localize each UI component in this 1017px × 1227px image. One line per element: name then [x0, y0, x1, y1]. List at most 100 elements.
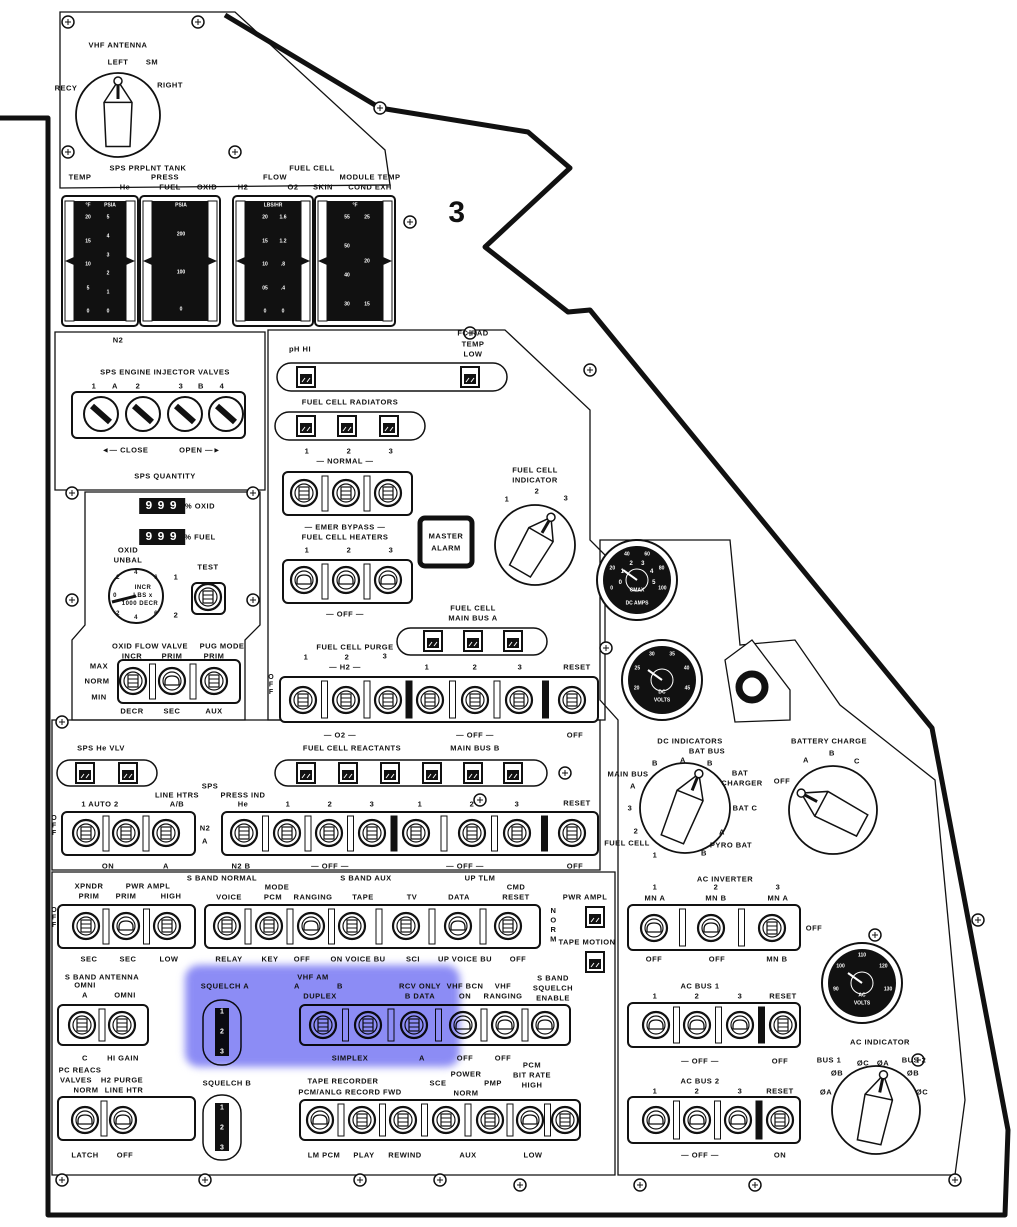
meters-dc-amps-inner-4-label: 4 — [650, 568, 654, 575]
tape-recorder-opts-label: PCM/ANLG RECORD FWD — [298, 1087, 402, 1097]
flag-stripes — [508, 641, 518, 647]
lever-lines — [383, 490, 393, 496]
s-band-aux-opts-1-label: TV — [406, 892, 418, 902]
pointer-tip — [878, 1070, 889, 1080]
sps-sps-label: SPS — [201, 781, 219, 791]
ac-inverter-label: AC INVERTER — [696, 874, 754, 884]
tape-norm-label: NORM — [453, 1088, 479, 1098]
meters-dc-amps-center-label: CMAX — [629, 587, 645, 594]
lever-lines — [81, 923, 91, 929]
sps-quantity-fuel-label-label: % FUEL — [184, 532, 216, 542]
flag-stripes — [508, 773, 518, 779]
switch-guard — [143, 908, 150, 945]
sps-he-vlv-label: SPS He VLV — [77, 743, 125, 753]
lever-lines — [425, 697, 435, 703]
lever-lock-icon — [689, 1019, 705, 1030]
lever-tip-icon — [440, 1113, 452, 1127]
switch-collar — [562, 690, 582, 710]
fuel-cell-master-alarm-0-label: MASTER — [428, 531, 464, 541]
fuel-cell-indicator-selector-pointer-icon — [508, 512, 556, 578]
master-alarm-button[interactable] — [417, 515, 475, 569]
indicator-flag — [300, 770, 312, 780]
switch-guard — [673, 1100, 680, 1140]
meters-ac-volts-scale-3-label: 120 — [879, 963, 888, 970]
vhf-vhf-bcn-0-label: VHF BCN — [446, 981, 484, 991]
vhf-s-band-squelch-2-label: ENABLE — [536, 993, 570, 1003]
meters-dc-amps-inner-0-label: 0 — [618, 579, 622, 586]
switch-guard — [149, 663, 156, 700]
fuel-cell-purge-nums-1-label: 2 — [344, 652, 350, 662]
gauges-he-label: He — [119, 182, 131, 192]
dc-indicators-bat-bus-a-label: A — [680, 755, 686, 765]
s-band-bottom-0-label: SEC — [80, 954, 98, 964]
sps-quantity-dial-ticks-4-label: 2 — [116, 611, 120, 617]
tape-bottom-2-label: REWIND — [388, 1150, 422, 1160]
fuel-cell-ph-hi-label: pH HI — [288, 344, 312, 354]
lever-lines — [485, 1117, 495, 1123]
screw-slot — [915, 1057, 921, 1063]
vertical-gauge-scale — [152, 201, 208, 321]
vhf-wheel-digits-2-label: 3 — [220, 1048, 224, 1056]
lever-tip-icon — [766, 921, 778, 935]
meters-dc-amps-outer-2-label: 40 — [624, 551, 630, 558]
s-band-off-vertical-label: OFF — [50, 906, 58, 930]
ac-volts-meter-needle-icon — [847, 972, 863, 984]
fuel-cell-h2-label: — H2 — — [329, 662, 361, 672]
tape-bottom-1-label: PLAY — [353, 1150, 375, 1160]
fuel-cell-rad-nums-0-label: 1 — [304, 446, 310, 456]
ac-ind-labels-6-label: ØB — [906, 1068, 920, 1078]
s-band-mode-label: MODE — [264, 882, 290, 892]
lever-lock-icon — [303, 920, 319, 931]
meters-ac-volts-label-0-label: AC — [858, 992, 866, 999]
switch-collar — [277, 823, 297, 843]
flag-stripes — [301, 426, 311, 432]
meters-dc-volts-label-0-label: DC — [658, 689, 666, 696]
gauges-g3-left-1-label: 15 — [262, 238, 268, 244]
switch-collar — [646, 1110, 666, 1130]
vhf-rcv-only-1-label: B DATA — [404, 991, 436, 1001]
lever-lines — [117, 1022, 127, 1028]
s-band-aux-label: S BAND AUX — [340, 873, 392, 883]
s-band-bottom-6-label: ON VOICE BU — [330, 954, 386, 964]
gauges-g3-left-2-label: 10 — [262, 261, 268, 268]
switch-collar — [762, 918, 782, 938]
ac-bus-nums-2-label: 3 — [737, 991, 743, 1001]
tape-pcm-bit-rate-1-label: BIT RATE — [512, 1070, 552, 1080]
fuel-cell-reactants-label: FUEL CELL REACTANTS — [302, 743, 402, 753]
sps-off3-label: OFF — [566, 861, 584, 871]
vhf-a-label: A — [294, 981, 300, 991]
switch-guard — [521, 1008, 529, 1042]
gauges-g3-left-0-label: 20 — [262, 214, 268, 221]
ac-bus2-off-label: — OFF — — [681, 1150, 719, 1160]
ac-ind-labels-0-label: BUS 1 — [816, 1055, 842, 1065]
switch-collar — [687, 1015, 707, 1035]
flag-stripes — [301, 773, 311, 779]
dc-indicators-main-a-label: A — [630, 781, 636, 791]
switch-collar — [319, 823, 339, 843]
tape-h2-purge-0-label: H2 PURGE — [100, 1075, 144, 1085]
switch-guard — [102, 815, 110, 852]
gauges-g4-right-1-label: 20 — [364, 258, 370, 264]
lever-lines — [128, 678, 138, 684]
indicator-flag — [122, 770, 134, 780]
lever-lines — [298, 697, 308, 703]
indicator-flag — [79, 770, 91, 780]
gauges-g4-left-1-label: 50 — [344, 243, 350, 250]
sps-quantity-test-1-label: 1 — [173, 572, 179, 582]
switch-guard — [321, 680, 328, 719]
sps-nums-3-label: 1 — [417, 799, 423, 809]
screw-slot — [65, 149, 71, 155]
lever-tip-icon — [120, 826, 132, 840]
lever-tip-icon — [566, 826, 578, 840]
vhf-vhf-ranging-0-label: VHF — [494, 981, 512, 991]
fuel-cell-indicator-1-label: INDICATOR — [512, 475, 558, 485]
meters-ac-volts-scale-2-label: 110 — [857, 952, 867, 959]
gauges-g3-right-0-label: 1.6 — [279, 214, 287, 221]
indicator-flag — [464, 374, 476, 384]
lever-tip-icon — [298, 486, 310, 500]
highlight-region-vhf-am — [185, 965, 460, 1067]
switch-guard — [738, 908, 745, 947]
lever-lines — [81, 830, 91, 836]
switch-guard — [304, 815, 312, 852]
gauges-g2-scale-0-label: 200 — [176, 231, 186, 238]
